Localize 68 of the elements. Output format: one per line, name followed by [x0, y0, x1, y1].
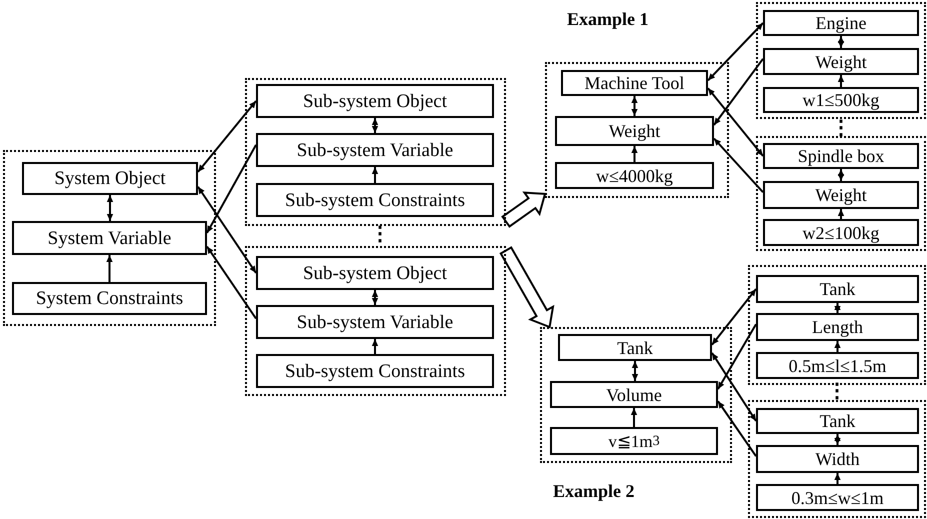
arrow [206, 246, 257, 320]
dotted-group-frame [756, 136, 926, 251]
ellipsis-dots: ⋮ [831, 118, 851, 138]
concept-box: w1≤500kg [763, 87, 919, 113]
concept-box: Length [756, 313, 919, 341]
concept-box: Weight [763, 48, 919, 75]
double-arrow [711, 288, 757, 346]
concept-box: 0.3m≤w≤1m [756, 484, 919, 511]
hollow-arrow [501, 191, 546, 228]
arrow [713, 58, 764, 126]
concept-box: Sub-system Variable [256, 305, 494, 339]
concept-box: System Object [22, 162, 198, 195]
concept-box: Tank [756, 408, 919, 434]
double-arrow [631, 96, 638, 116]
hollow-arrow [499, 246, 554, 328]
concept-box: Width [756, 445, 919, 473]
concept-box: Spindle box [763, 143, 919, 169]
concept-box: Tank [558, 334, 712, 361]
concept-box: Volume [550, 381, 718, 408]
double-arrow [106, 195, 114, 221]
arrow [834, 473, 841, 484]
double-arrow [838, 36, 844, 48]
ellipsis-dots: ⋮ [370, 224, 390, 244]
concept-box: 0.5m≤l≤1.5m [756, 352, 919, 379]
concept-box: w≤4000kg [555, 162, 714, 189]
example-heading: Example 1 [567, 9, 649, 30]
concept-box: Machine Tool [561, 70, 708, 96]
concept-box: System Variable [12, 221, 207, 255]
example-heading: Example 2 [553, 481, 635, 502]
arrow [372, 339, 378, 354]
concept-box: Sub-system Object [256, 256, 494, 290]
concept-box: Tank [756, 275, 919, 303]
arrow [630, 408, 638, 427]
concept-box: Sub-system Object [256, 84, 494, 118]
arrow [713, 138, 764, 193]
double-arrow [834, 434, 841, 445]
concept-box: Sub-system Constraints [256, 354, 494, 388]
arrow [838, 75, 844, 87]
double-arrow [372, 290, 378, 305]
double-arrow [197, 100, 257, 173]
concept-box: Weight [555, 116, 714, 146]
double-arrow [197, 186, 257, 274]
double-arrow [834, 303, 841, 313]
arrow [834, 341, 841, 352]
arrow [717, 400, 757, 457]
dotted-group-frame [3, 150, 216, 326]
concept-box: Weight [763, 181, 919, 209]
double-arrow [711, 352, 757, 422]
dotted-group-frame [245, 246, 506, 396]
dotted-group-frame [748, 400, 926, 518]
double-arrow [372, 118, 378, 133]
concept-box: Sub-system Constraints [256, 183, 494, 217]
arrow [106, 255, 113, 282]
concept-box: System Constraints [12, 282, 207, 315]
arrow [372, 167, 378, 183]
concept-box: Engine [763, 10, 919, 36]
dotted-group-frame [756, 2, 926, 119]
arrow [206, 144, 257, 234]
arrow [717, 324, 757, 390]
dotted-group-frame [245, 78, 506, 226]
concept-box: w2≤100kg [763, 219, 919, 246]
arrow [631, 146, 638, 162]
double-arrow [707, 88, 764, 157]
concept-box: Sub-system Variable [256, 133, 494, 167]
double-arrow [838, 169, 844, 181]
double-arrow [707, 22, 764, 82]
double-arrow [632, 361, 638, 381]
arrow [838, 209, 844, 219]
